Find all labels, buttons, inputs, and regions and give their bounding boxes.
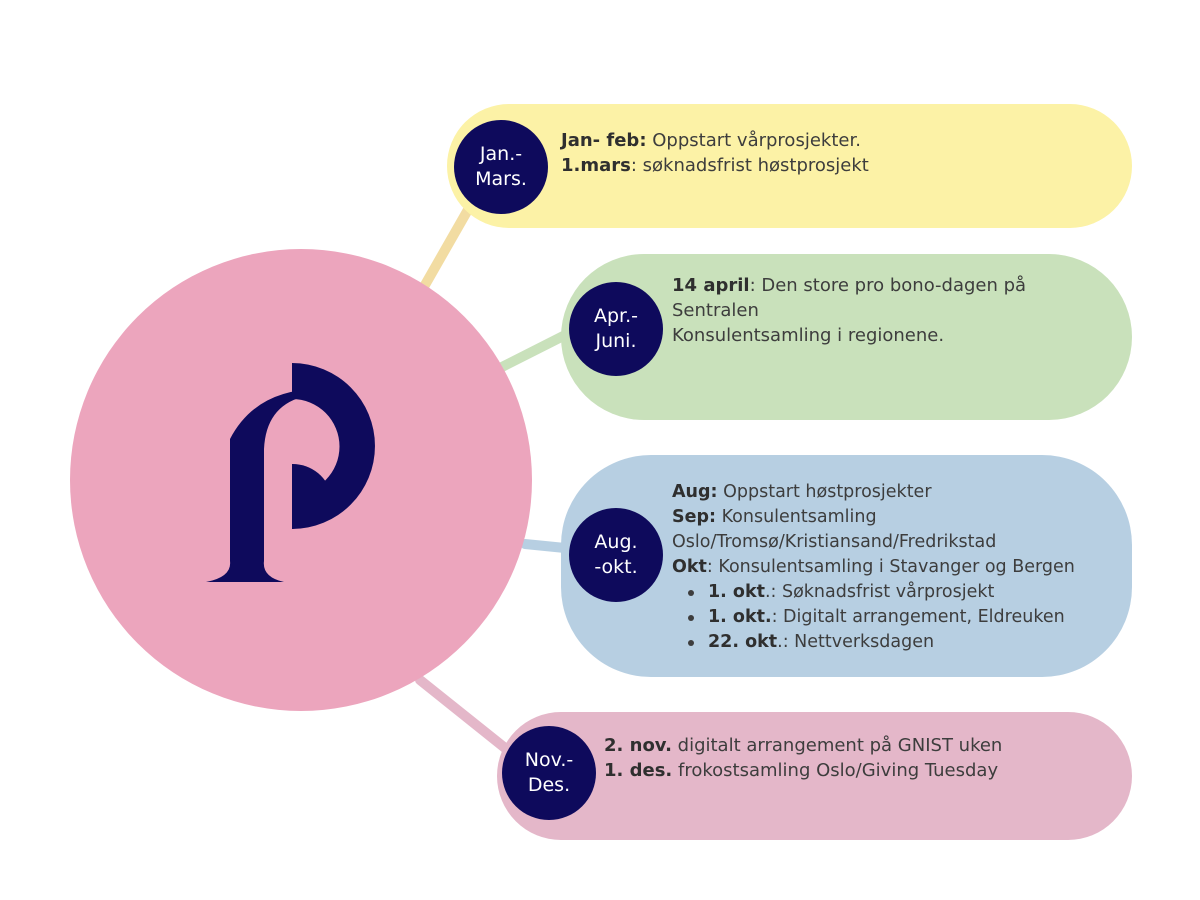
period-badge-nov-des: Nov.- Des. xyxy=(502,726,596,820)
badge-line: Nov.- xyxy=(524,749,574,771)
period-text-jan-mars: Jan- feb: Oppstart vårprosjekter. 1.mars… xyxy=(561,128,869,178)
event-line: Sentralen xyxy=(672,300,759,321)
event-line: 14 april: Den store pro bono-dagen på xyxy=(672,275,1027,296)
period-text-aug-okt: Aug: Oppstart høstprosjekter Sep: Konsul… xyxy=(672,480,1075,655)
period-badge-apr-juni: Apr.- Juni. xyxy=(569,282,663,376)
period-text-nov-des: 2. nov. digitalt arrangement på GNIST uk… xyxy=(604,733,1002,783)
letter-p-logo-icon xyxy=(206,363,375,582)
badge-line: Aug. xyxy=(594,531,638,553)
period-badge-aug-okt: Aug. -okt. xyxy=(569,508,663,602)
event-line: Oslo/Tromsø/Kristiansand/Fredrikstad xyxy=(672,532,997,552)
event-line: Sep: Konsulentsamling xyxy=(672,507,877,527)
badge-line: Juni. xyxy=(595,330,637,352)
badge-line: Mars. xyxy=(475,168,527,190)
badge-line: Apr.- xyxy=(593,305,639,327)
event-line: Konsulentsamling i regionene. xyxy=(672,325,945,346)
period-card-nov-des xyxy=(497,712,1132,840)
event-line: 1.mars: søknadsfrist høstprosjekt xyxy=(561,155,869,176)
event-bullet-item: 1. okt.: Søknadsfrist vårprosjekt xyxy=(688,580,1075,605)
event-line: 1. des. frokostsamling Oslo/Giving Tuesd… xyxy=(604,760,999,781)
badge-line: Jan.- xyxy=(479,143,523,165)
event-line: Okt: Konsulentsamling i Stavanger og Ber… xyxy=(672,557,1075,577)
event-line: Aug: Oppstart høstprosjekter xyxy=(672,482,932,502)
period-text-apr-juni: 14 april: Den store pro bono-dagen på Se… xyxy=(672,273,1026,348)
event-line: Jan- feb: Oppstart vårprosjekter. xyxy=(561,130,861,151)
period-card-jan-mars xyxy=(447,104,1132,228)
event-bullet-item: 22. okt.: Nettverksdagen xyxy=(688,630,1075,655)
event-bullet-item: 1. okt.: Digitalt arrangement, Eldreuken xyxy=(688,605,1075,630)
event-bullet-list: 1. okt.: Søknadsfrist vårprosjekt 1. okt… xyxy=(672,580,1075,655)
central-logo-circle xyxy=(70,249,532,711)
badge-line: -okt. xyxy=(594,556,638,578)
period-badge-jan-mars: Jan.- Mars. xyxy=(454,120,548,214)
badge-line: Des. xyxy=(527,774,571,796)
event-line: 2. nov. digitalt arrangement på GNIST uk… xyxy=(604,735,1003,756)
